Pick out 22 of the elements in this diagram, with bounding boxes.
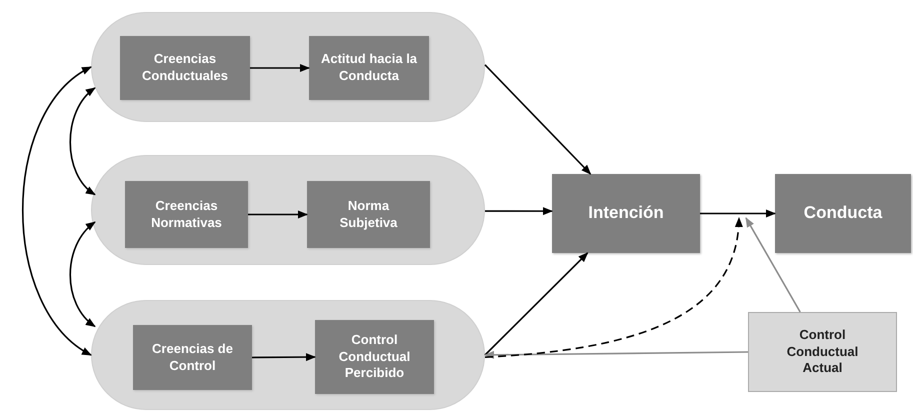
arrow <box>484 252 588 356</box>
process-box: Control Conductual Percibido <box>315 320 434 394</box>
arrow <box>252 353 316 362</box>
process-box: Conducta <box>775 174 911 253</box>
dashed-arrow <box>484 217 742 358</box>
arrow <box>250 64 310 72</box>
process-box: Norma Subjetiva <box>307 181 430 248</box>
arrow <box>485 207 553 216</box>
factor-box: Control Conductual Actual <box>748 312 897 392</box>
process-box: Creencias Normativas <box>125 181 248 248</box>
arrow <box>69 221 96 328</box>
arrow <box>484 350 748 359</box>
arrow <box>69 87 96 196</box>
process-box: Creencias Conductuales <box>120 36 250 100</box>
process-box: Creencias de Control <box>133 325 252 390</box>
process-box: Actitud hacia la Conducta <box>309 36 429 100</box>
arrow <box>248 210 308 218</box>
arrow <box>700 210 776 218</box>
arrow <box>745 217 801 312</box>
arrow <box>484 64 592 175</box>
process-box: Intención <box>552 174 700 253</box>
arrow <box>22 66 92 356</box>
